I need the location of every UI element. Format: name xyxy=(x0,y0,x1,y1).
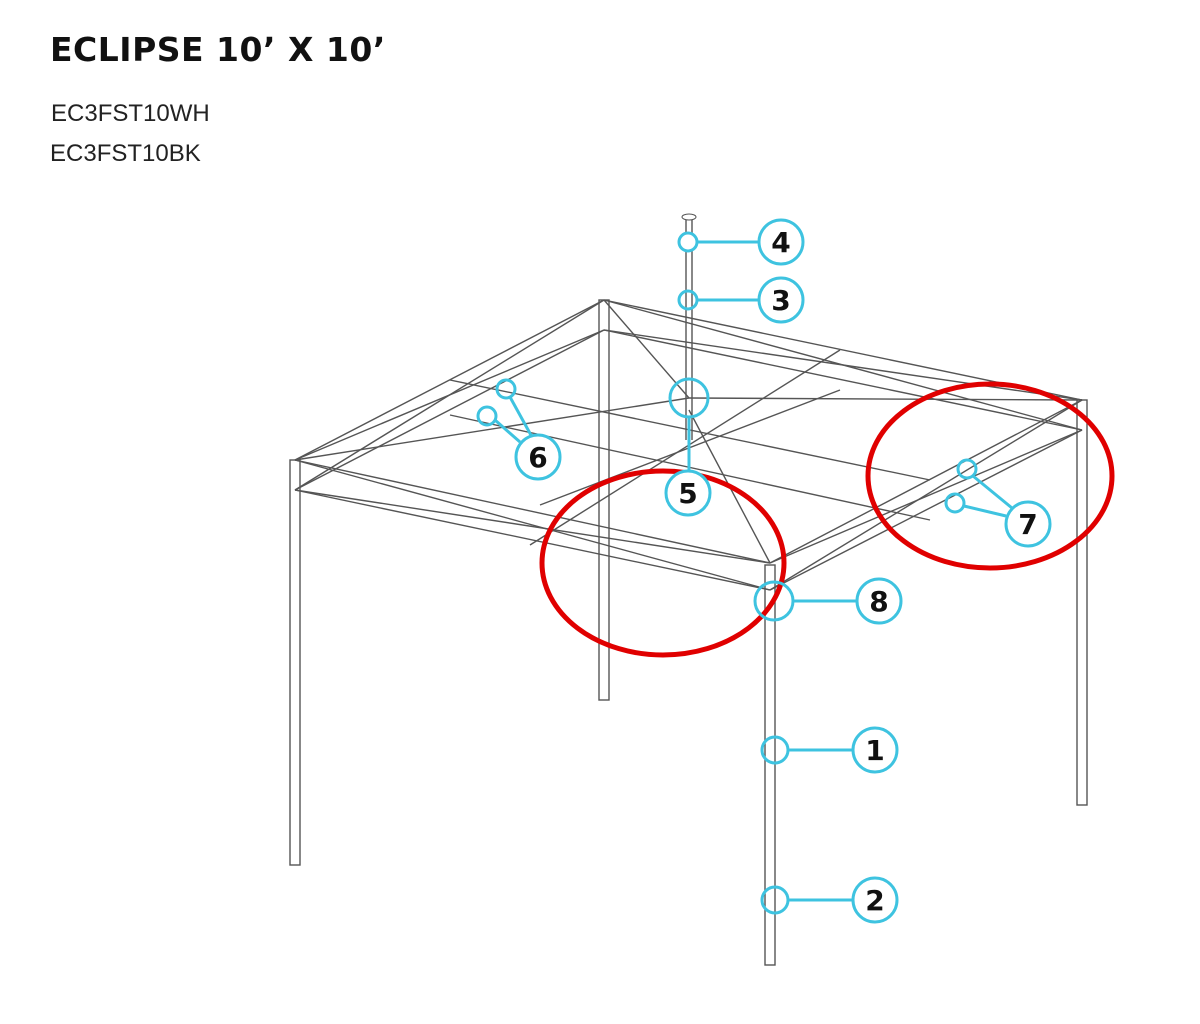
svg-text:3: 3 xyxy=(771,284,790,317)
product-title: ECLIPSE 10’ X 10’ xyxy=(50,30,386,69)
callout-3: 3 xyxy=(677,276,805,324)
callout-4: 4 xyxy=(677,218,805,266)
svg-text:8: 8 xyxy=(869,585,888,618)
sku-white: EC3FST10WH xyxy=(51,100,210,127)
svg-text:1: 1 xyxy=(865,734,884,767)
callout-5: 5 xyxy=(664,377,712,517)
sku-black: EC3FST10BK xyxy=(50,140,201,167)
svg-text:2: 2 xyxy=(865,884,884,917)
svg-text:6: 6 xyxy=(528,441,547,474)
leg-front xyxy=(764,564,776,966)
svg-text:5: 5 xyxy=(678,477,697,510)
callout-8: 8 xyxy=(753,577,903,625)
svg-text:4: 4 xyxy=(771,226,790,259)
callout-6: 6 xyxy=(476,378,562,481)
highlight-ellipse-right xyxy=(865,381,1115,571)
highlight-ellipse-front xyxy=(539,468,787,658)
leg-left xyxy=(289,459,301,866)
leg-right xyxy=(1076,399,1088,806)
callout-2: 2 xyxy=(760,876,899,924)
callout-1: 1 xyxy=(760,726,899,774)
callout-7: 7 xyxy=(944,458,1052,548)
svg-text:7: 7 xyxy=(1018,508,1037,541)
canopy-frame xyxy=(289,213,1088,966)
